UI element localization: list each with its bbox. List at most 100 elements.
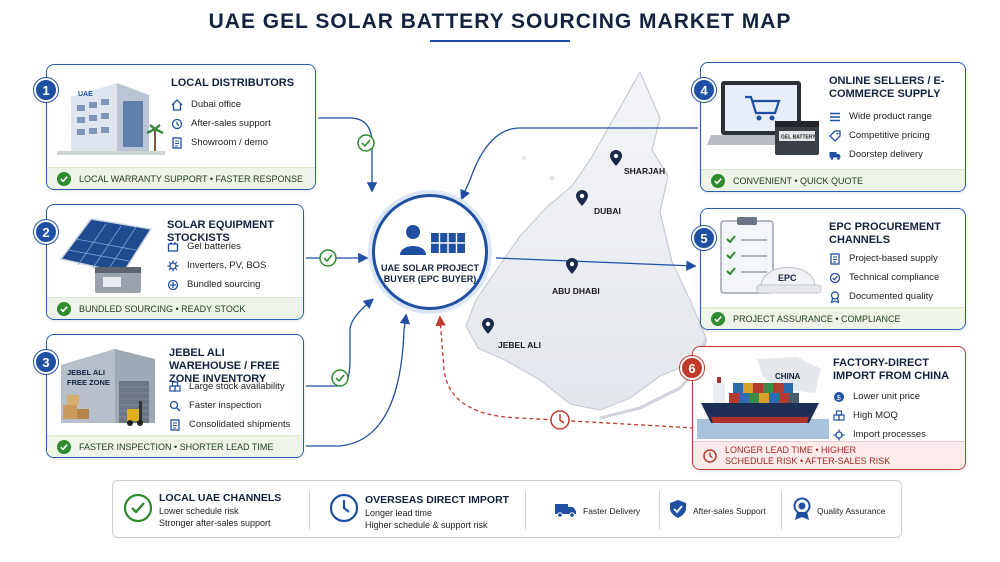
list-item: Dubai office (171, 95, 271, 114)
card-title: EPC PROCUREMENT CHANNELS (829, 221, 941, 246)
card-footer: FASTER INSPECTION • SHORTER LEAD TIME (47, 435, 303, 457)
title-underline (430, 40, 570, 42)
card-footer: LOCAL WARRANTY SUPPORT • FASTER RESPONSE (47, 167, 315, 189)
document-icon (830, 252, 840, 265)
list-item: Large stock availability (169, 377, 290, 396)
channel-card-local-distributors[interactable]: UAE LOCAL DISTRIBUTORS Dubai office Afte… (46, 64, 316, 190)
compliance-icon (829, 272, 841, 283)
check-icon (331, 369, 349, 387)
quality-badge-icon (830, 290, 840, 303)
check-circle-icon (711, 173, 725, 188)
legend-panel: LOCAL UAE CHANNELS Lower schedule risk S… (112, 480, 902, 538)
step-number-badge: 6 (680, 356, 704, 380)
helmet-label: EPC (778, 273, 797, 283)
support-icon (171, 118, 183, 129)
list-item: Consolidated shipments (169, 415, 290, 434)
battery-icon (167, 242, 179, 252)
city-label-jebel-ali: JEBEL ALI (498, 340, 541, 350)
svg-text:$: $ (837, 393, 842, 402)
check-icon (357, 134, 375, 152)
quality-badge-icon (793, 497, 811, 520)
delivery-truck-icon (829, 151, 841, 160)
list-item: Documented quality (829, 287, 939, 306)
user-solar-panel-icon (400, 225, 465, 255)
legend-divider (525, 491, 526, 529)
legend-local-title: LOCAL UAE CHANNELS (159, 492, 282, 504)
office-building-illustration: UAE (57, 83, 165, 155)
card-title: ONLINE SELLERS / E-COMMERCE SUPPLY (829, 75, 945, 100)
list-item: High MOQ (833, 406, 926, 425)
cargo-ship-illustration: CHINA (697, 357, 829, 439)
list-item: Project-based supply (829, 249, 939, 268)
check-circle-icon (57, 439, 71, 454)
legend-divider (659, 491, 660, 529)
list-item: Doorstep delivery (829, 145, 932, 164)
dollar-icon: $ (834, 391, 844, 402)
boxes-icon (169, 380, 181, 392)
list-item: Bundled sourcing (167, 275, 266, 294)
card-footer: LONGER LEAD TIME • HIGHER SCHEDULE RISK … (693, 441, 965, 469)
location-pin-icon (576, 190, 588, 206)
shield-check-icon (670, 500, 686, 518)
laptop-battery-illustration: GEL BATTERY (707, 81, 819, 155)
buyer-node: UAE SOLAR PROJECT BUYER (EPC BUYER) (372, 194, 488, 310)
legend-badge-quality: Quality Assurance (817, 506, 886, 516)
list-item: Import processes (833, 425, 926, 444)
check-circle-icon (123, 493, 153, 523)
channel-card-solar-stockists[interactable]: SOLAR EQUIPMENT STOCKISTS Gel batteries … (46, 204, 304, 320)
step-number-badge: 5 (692, 226, 716, 250)
card-footer: CONVENIENT • QUICK QUOTE (701, 169, 965, 191)
legend-overseas-title: OVERSEAS DIRECT IMPORT (365, 494, 510, 506)
document-icon (172, 136, 182, 149)
bundle-icon (167, 279, 179, 290)
city-label-dubai: DUBAI (594, 206, 621, 216)
step-number-badge: 4 (692, 78, 716, 102)
delivery-truck-icon (555, 504, 576, 518)
city-label-sharjah: SHARJAH (624, 166, 666, 176)
legend-overseas-line1: Longer lead time (365, 508, 433, 518)
step-number-badge: 1 (34, 78, 58, 102)
list-item: Wide product range (829, 107, 932, 126)
card-title: JEBEL ALI WAREHOUSE / FREE ZONE INVENTOR… (169, 347, 280, 385)
card-footer: BUNDLED SOURCING • READY STOCK (47, 297, 303, 319)
list-item: Showroom / demo (171, 133, 271, 152)
gear-icon (833, 429, 845, 440)
clock-icon (703, 448, 717, 463)
boxes-icon (833, 409, 845, 421)
location-pin-icon (566, 258, 578, 274)
card-title: FACTORY-DIRECT IMPORT FROM CHINA (833, 357, 950, 382)
clock-icon (550, 410, 570, 430)
map-label-china: CHINA (775, 372, 801, 381)
legend-divider (309, 491, 310, 529)
list-item: After-sales support (171, 114, 271, 133)
battery-label: GEL BATTERY (781, 135, 816, 141)
list-item: Faster inspection (169, 396, 290, 415)
gear-icon (167, 260, 179, 271)
card-title: LOCAL DISTRIBUTORS (171, 77, 295, 89)
card-title: SOLAR EQUIPMENT STOCKISTS (167, 219, 274, 244)
list-icon (830, 112, 840, 121)
channel-card-factory-direct-china[interactable]: CHINA FACTORY-DIRECT IMPORT FROM CHINA $… (692, 346, 966, 470)
clipboard-helmet-illustration: EPC (720, 217, 822, 294)
channel-card-epc-procurement[interactable]: EPC EPC PROCUREMENT CHANNELS Project-bas… (700, 208, 966, 330)
check-circle-icon (711, 311, 725, 326)
clock-icon (329, 493, 359, 523)
legend-local-line1: Lower schedule risk (159, 506, 239, 516)
check-icon (319, 249, 337, 267)
list-item: Inverters, PV, BOS (167, 256, 266, 275)
building-sign: UAE (78, 91, 93, 98)
location-pin-icon (610, 150, 622, 166)
solar-panel-battery-illustration (59, 218, 153, 293)
channel-card-online-sellers[interactable]: GEL BATTERY ONLINE SELLERS / E-COMMERCE … (700, 62, 966, 192)
document-icon (170, 418, 180, 431)
legend-badge-after-sales: After-sales Support (693, 506, 766, 516)
list-item: $Lower unit price (833, 387, 926, 406)
uae-map (465, 70, 708, 420)
page-title: UAE GEL SOLAR BATTERY SOURCING MARKET MA… (208, 10, 792, 33)
legend-overseas-line2: Higher schedule & support risk (365, 520, 488, 530)
check-circle-icon (57, 171, 71, 186)
